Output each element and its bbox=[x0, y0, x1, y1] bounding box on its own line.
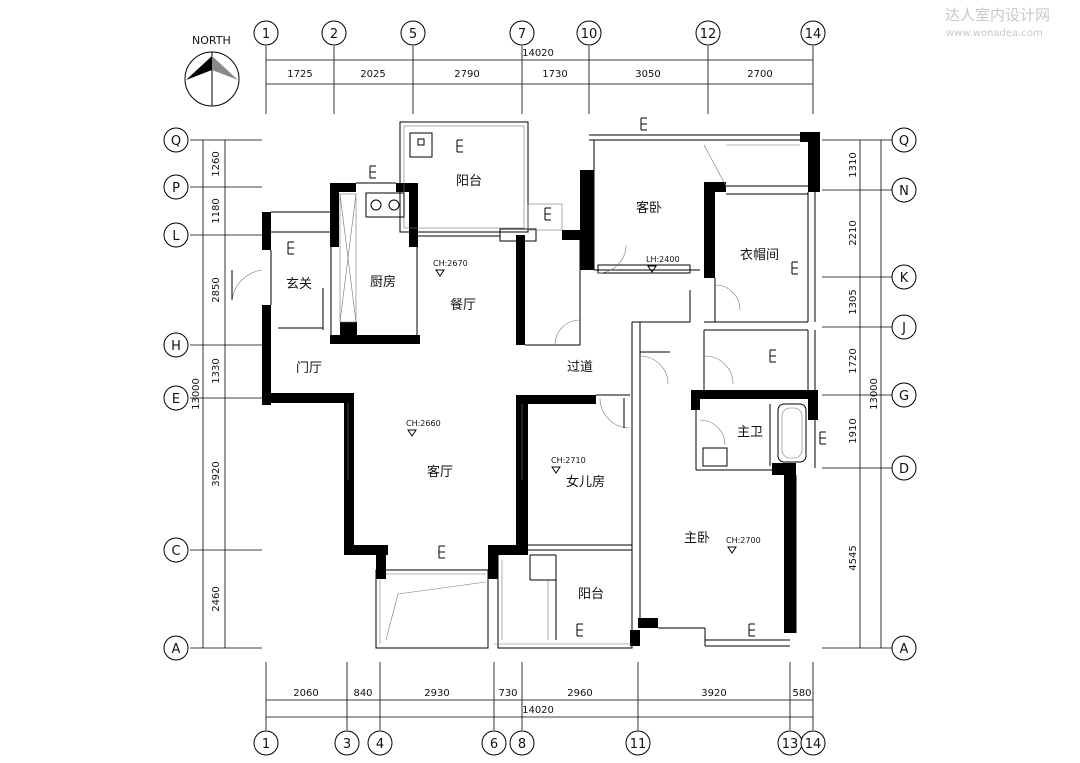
left-axis-label: A bbox=[172, 642, 181, 657]
bottom-dimension: 730 bbox=[498, 688, 517, 699]
height-marker-icon bbox=[727, 546, 737, 554]
bottom-axis-label: 4 bbox=[376, 737, 384, 752]
right-dimensions bbox=[822, 139, 892, 649]
north-label: NORTH bbox=[192, 34, 231, 47]
top-axis-label: 14 bbox=[805, 27, 822, 42]
height-tag-master-bedroom: CH:2700 bbox=[726, 536, 761, 545]
room-label-cloakroom: 衣帽间 bbox=[740, 247, 779, 263]
top-axis-label: 12 bbox=[700, 27, 717, 42]
right-dimension: 1305 bbox=[848, 289, 859, 314]
bottom-axis-label: 3 bbox=[343, 737, 351, 752]
watermark-name: 达人室内设计网 bbox=[945, 6, 1050, 24]
left-axis-label: C bbox=[171, 544, 180, 559]
top-dimension: 1730 bbox=[542, 69, 567, 80]
bottom-axis-label: 8 bbox=[518, 737, 526, 752]
top-dimension: 2025 bbox=[360, 69, 385, 80]
right-axis-bubbles bbox=[891, 127, 917, 661]
top-axis-label: 5 bbox=[409, 27, 417, 42]
bottom-dimension: 2930 bbox=[424, 688, 449, 699]
room-label-daughter-room: 女儿房 bbox=[566, 474, 605, 490]
height-tag-living: CH:2660 bbox=[406, 419, 441, 428]
room-label-entry: 玄关 bbox=[286, 277, 312, 292]
room-label-dining: 餐厅 bbox=[450, 297, 476, 313]
right-axis-label: A bbox=[900, 642, 909, 657]
north-arrow-icon bbox=[184, 51, 240, 107]
top-axis-label: 1 bbox=[262, 27, 270, 42]
right-dimension: 4545 bbox=[848, 545, 859, 570]
room-label-master-bedroom: 主卧 bbox=[684, 531, 710, 546]
left-axis-label: L bbox=[172, 229, 180, 244]
left-overall-dimension: 13000 bbox=[191, 378, 202, 410]
bottom-axis-label: 14 bbox=[805, 737, 822, 752]
elevation-marks bbox=[287, 117, 826, 637]
top-axis-label: 2 bbox=[330, 27, 338, 42]
right-axis-label: J bbox=[901, 321, 906, 336]
room-label-living: 客厅 bbox=[427, 464, 453, 480]
height-marker-icon bbox=[647, 265, 657, 273]
left-dimension: 2460 bbox=[211, 586, 222, 611]
right-axis-label: D bbox=[899, 462, 909, 477]
bottom-overall-dimension: 14020 bbox=[522, 705, 554, 716]
bottom-dimension: 3920 bbox=[701, 688, 726, 699]
room-label-corridor: 过道 bbox=[567, 360, 593, 375]
left-axis-bubbles bbox=[163, 127, 189, 661]
right-axis-label: N bbox=[899, 184, 909, 199]
right-dimension: 1720 bbox=[848, 348, 859, 373]
walls bbox=[262, 132, 820, 646]
left-dimension: 1180 bbox=[211, 198, 222, 223]
bottom-dimension: 840 bbox=[353, 688, 372, 699]
bottom-axis-bubbles bbox=[253, 730, 826, 756]
height-marker-icon bbox=[551, 466, 561, 474]
bottom-axis-label: 13 bbox=[782, 737, 799, 752]
height-marker-icon bbox=[435, 269, 445, 277]
height-marker-icon bbox=[407, 429, 417, 437]
right-axis-label: G bbox=[899, 389, 909, 404]
bottom-dimension: 2960 bbox=[567, 688, 592, 699]
left-dimension: 3920 bbox=[211, 461, 222, 486]
bottom-axis-label: 11 bbox=[630, 737, 647, 752]
bottom-axis-label: 6 bbox=[490, 737, 498, 752]
left-dimension: 2850 bbox=[211, 277, 222, 302]
bottom-dimension: 580 bbox=[792, 688, 811, 699]
top-dimensions bbox=[265, 46, 814, 114]
left-axis-label: E bbox=[172, 392, 180, 407]
room-label-hall: 门厅 bbox=[296, 361, 322, 376]
right-axis-label: Q bbox=[899, 134, 909, 149]
right-dimension: 1910 bbox=[848, 418, 859, 443]
height-tag-dining: CH:2670 bbox=[433, 259, 468, 268]
room-label-guest-bedroom: 客卧 bbox=[636, 200, 662, 216]
right-dimension: 2210 bbox=[848, 220, 859, 245]
right-dimension: 1310 bbox=[848, 152, 859, 177]
room-label-kitchen: 厨房 bbox=[370, 274, 396, 290]
room-label-balcony-north: 阳台 bbox=[456, 174, 482, 189]
top-dimension: 2790 bbox=[454, 69, 479, 80]
bottom-dimension: 2060 bbox=[293, 688, 318, 699]
top-axis-label: 10 bbox=[581, 27, 598, 42]
room-label-balcony-south: 阳台 bbox=[578, 587, 604, 602]
height-tag-corridor: LH:2400 bbox=[646, 255, 680, 264]
room-label-master-bath: 主卫 bbox=[737, 425, 763, 440]
bottom-dimensions bbox=[265, 662, 814, 730]
left-dimensions bbox=[190, 139, 262, 649]
partitions bbox=[231, 121, 816, 649]
bottom-axis-label: 1 bbox=[262, 737, 270, 752]
left-dimension: 1330 bbox=[211, 358, 222, 383]
top-overall-dimension: 14020 bbox=[522, 48, 554, 59]
left-axis-label: P bbox=[172, 181, 180, 196]
top-dimension: 1725 bbox=[287, 69, 312, 80]
right-axis-label: K bbox=[900, 271, 909, 286]
right-overall-dimension: 13000 bbox=[869, 378, 880, 410]
left-axis-label: Q bbox=[171, 134, 181, 149]
left-dimension: 1260 bbox=[211, 151, 222, 176]
top-dimension: 2700 bbox=[747, 69, 772, 80]
top-axis-bubbles bbox=[253, 20, 826, 46]
watermark-url: www.wonadea.com bbox=[946, 28, 1043, 39]
top-dimension: 3050 bbox=[635, 69, 660, 80]
left-axis-label: H bbox=[171, 339, 181, 354]
top-axis-label: 7 bbox=[518, 27, 526, 42]
height-tag-daughter-room: CH:2710 bbox=[551, 456, 586, 465]
